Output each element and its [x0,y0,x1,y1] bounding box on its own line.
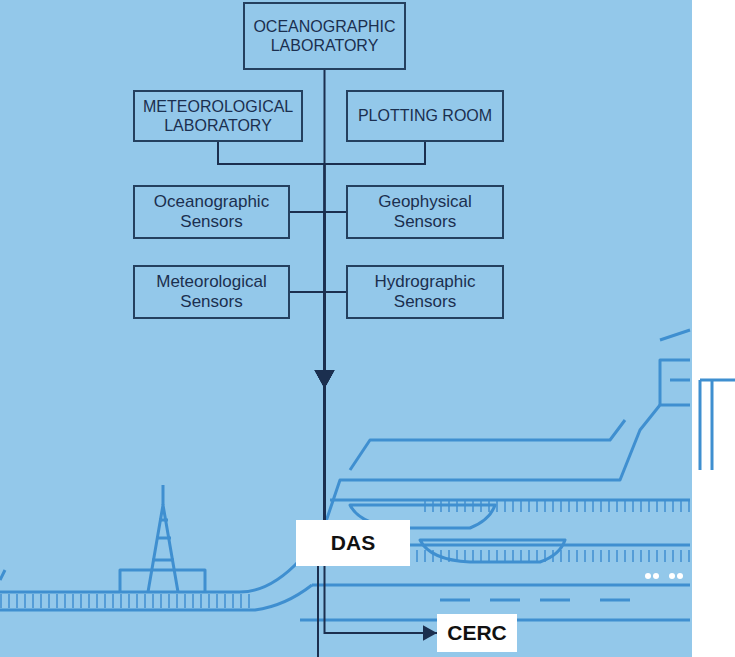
node-text: Geophysical Sensors [356,192,494,233]
node-text: PLOTTING ROOM [358,106,492,125]
sensor-box: Oceanographic Sensors [133,185,290,239]
ship-outline [0,330,735,620]
trunk-line [317,566,319,657]
sensor-box: Geophysical Sensors [346,185,504,239]
das-box: DAS [296,520,410,566]
node-text: Hydrographic Sensors [356,272,494,313]
flow-connector [325,566,438,641]
arrow-head [315,370,335,388]
arrow-head [315,370,335,388]
flow-connector [315,212,346,520]
arrow-head [315,370,335,388]
flow-connector [290,292,334,520]
cerc-box: CERC [437,614,517,652]
arrow-head [315,370,335,388]
node-text: DAS [331,530,375,555]
porthole-row [645,573,711,579]
node-text: CERC [447,620,507,645]
lab-box: METEOROLOGICAL LABORATORY [133,90,303,142]
node-text: Meteorological Sensors [143,272,280,313]
sensor-box: Hydrographic Sensors [346,265,504,319]
arrow-head [315,370,335,388]
node-text: Oceanographic Sensors [143,192,280,233]
arrow-head [423,625,437,640]
sensor-box: Meteorological Sensors [133,265,290,319]
flow-connector [290,212,334,520]
white-strip [692,0,735,657]
flow-connector [315,292,346,520]
node-text: OCEANOGRAPHIC LABORATORY [253,17,396,55]
lab-box: OCEANOGRAPHIC LABORATORY [243,2,406,70]
arrow-head [315,370,335,388]
room-box: PLOTTING ROOM [346,90,504,142]
node-text: METEOROLOGICAL LABORATORY [143,97,293,135]
arrow-head [315,370,335,388]
